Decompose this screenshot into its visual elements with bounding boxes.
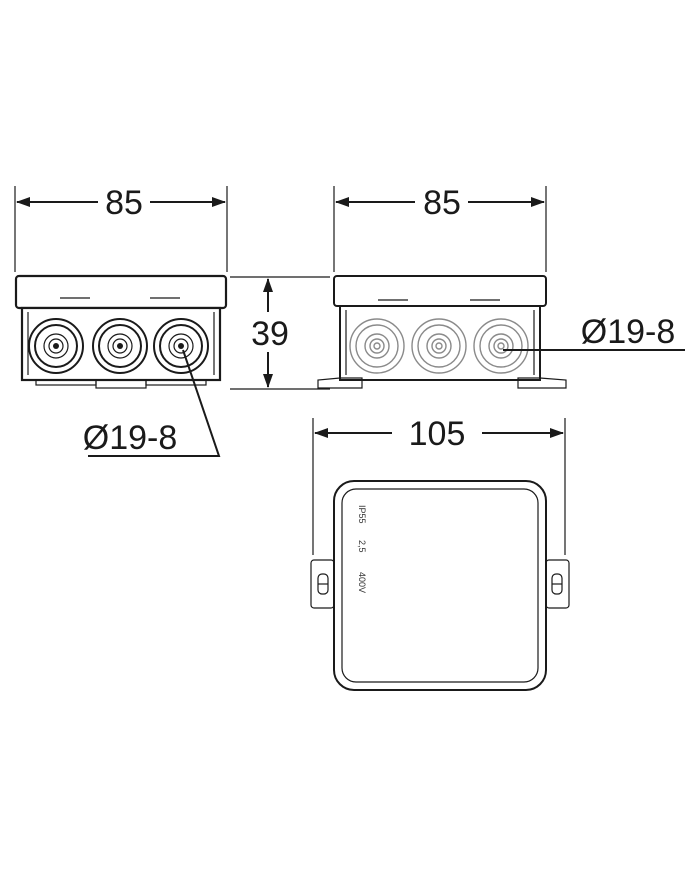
height-dimension: 39 bbox=[230, 276, 330, 390]
side-lid bbox=[333, 275, 547, 307]
lid-marking-voltage: 400V bbox=[357, 572, 367, 593]
gland-label-right: Ø19-8 bbox=[581, 313, 676, 351]
cable-gland bbox=[411, 318, 467, 374]
lid-marking-ip: IP55 bbox=[357, 505, 367, 524]
cable-gland bbox=[28, 318, 84, 374]
top-width-label: 105 bbox=[409, 415, 466, 453]
gland-label-left: Ø19-8 bbox=[83, 419, 178, 457]
side-width-label: 85 bbox=[423, 184, 461, 222]
cable-gland bbox=[92, 318, 148, 374]
mounting-tab-left bbox=[310, 559, 335, 609]
height-label: 39 bbox=[251, 315, 289, 353]
gland-leader-line bbox=[88, 349, 221, 457]
top-lid-inner bbox=[341, 488, 539, 683]
cable-gland bbox=[153, 318, 209, 374]
cable-gland bbox=[349, 318, 405, 374]
front-lid bbox=[14, 274, 228, 310]
base-foot bbox=[145, 379, 207, 386]
front-width-label: 85 bbox=[105, 184, 143, 222]
top-view: 105 IP55 2,5 400V bbox=[310, 415, 570, 691]
front-view: 85 bbox=[14, 184, 228, 457]
lid-marking-cross-section: 2,5 bbox=[357, 540, 367, 553]
mounting-foot bbox=[317, 377, 363, 389]
base-foot bbox=[95, 379, 147, 389]
mounting-tab-right bbox=[545, 559, 570, 609]
mounting-foot bbox=[517, 377, 567, 389]
cable-gland bbox=[473, 318, 529, 374]
side-view: 85 Ø19-8 bbox=[317, 184, 685, 389]
